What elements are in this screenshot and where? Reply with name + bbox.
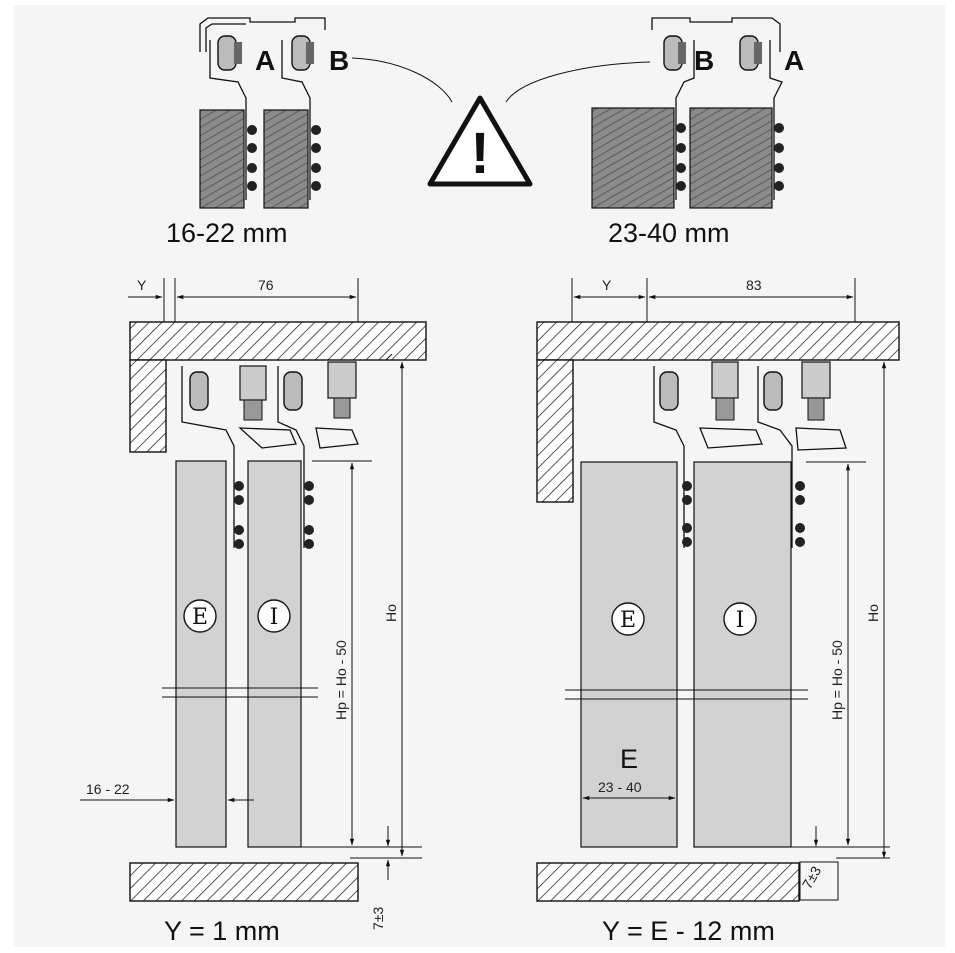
dim-ho-right: Ho — [865, 604, 881, 622]
formula-right: Y = E - 12 mm — [602, 916, 775, 946]
dim-hp-left: Hp = Ho - 50 — [333, 640, 349, 720]
panel-inner-right — [693, 461, 792, 848]
roller-carriage-icon — [209, 35, 247, 200]
label-b-left: B — [329, 45, 349, 76]
label-b-right: B — [694, 45, 714, 76]
panel-label-outer-left: E — [192, 605, 208, 630]
dim-ho-left: Ho — [383, 604, 399, 622]
thickness-label-right: E — [620, 744, 638, 774]
roller-carriage-icon — [663, 35, 695, 200]
dim-hp-right: Hp = Ho - 50 — [829, 640, 845, 720]
dim-width-right: 83 — [746, 277, 762, 293]
dim-y-right: Y — [602, 277, 612, 293]
thickness-right: 23 - 40 — [598, 779, 642, 795]
dim-y-left: Y — [137, 277, 147, 293]
top-left-detail: A B 16-22 mm — [166, 17, 453, 248]
wall-hatch-icon — [536, 321, 900, 503]
panel-outer-left — [175, 460, 227, 848]
panel-label-outer-right: E — [620, 608, 636, 633]
label-a-right: A — [784, 45, 804, 76]
panel-label-inner-left: I — [270, 605, 279, 630]
dim-width-left: 76 — [258, 277, 274, 293]
roller-carriage-icon — [281, 35, 314, 200]
left-section: Y 76 — [80, 277, 427, 946]
door-panel-outer — [199, 109, 245, 209]
warning-triangle-icon: ! — [427, 95, 533, 187]
left-thickness-range: 16-22 mm — [166, 218, 288, 248]
warning-glyph: ! — [470, 121, 489, 186]
thickness-left: 16 - 22 — [86, 781, 130, 797]
roller-carriage-icon — [757, 361, 847, 548]
floor-hatch-icon — [536, 862, 800, 902]
door-panel-inner — [263, 109, 309, 209]
roller-carriage-icon — [653, 361, 763, 548]
roller-carriage-icon — [739, 35, 783, 200]
panel-label-inner-right: I — [736, 608, 745, 633]
right-thickness-range: 23-40 mm — [608, 218, 730, 248]
panel-inner-left — [247, 460, 302, 848]
right-section: Y 83 E I E — [536, 277, 900, 946]
gap-left: 7±3 — [370, 907, 386, 930]
roller-carriage-icon — [181, 365, 297, 548]
wall-hatch-icon — [129, 321, 427, 453]
door-panel-inner — [689, 107, 773, 209]
roller-carriage-icon — [277, 361, 359, 548]
label-a-left: A — [255, 45, 275, 76]
top-right-detail: B A 23-40 mm — [505, 17, 804, 248]
panel-outer-right — [580, 461, 678, 848]
formula-left: Y = 1 mm — [164, 916, 280, 946]
floor-hatch-icon — [129, 862, 359, 902]
door-panel-outer — [591, 107, 675, 209]
